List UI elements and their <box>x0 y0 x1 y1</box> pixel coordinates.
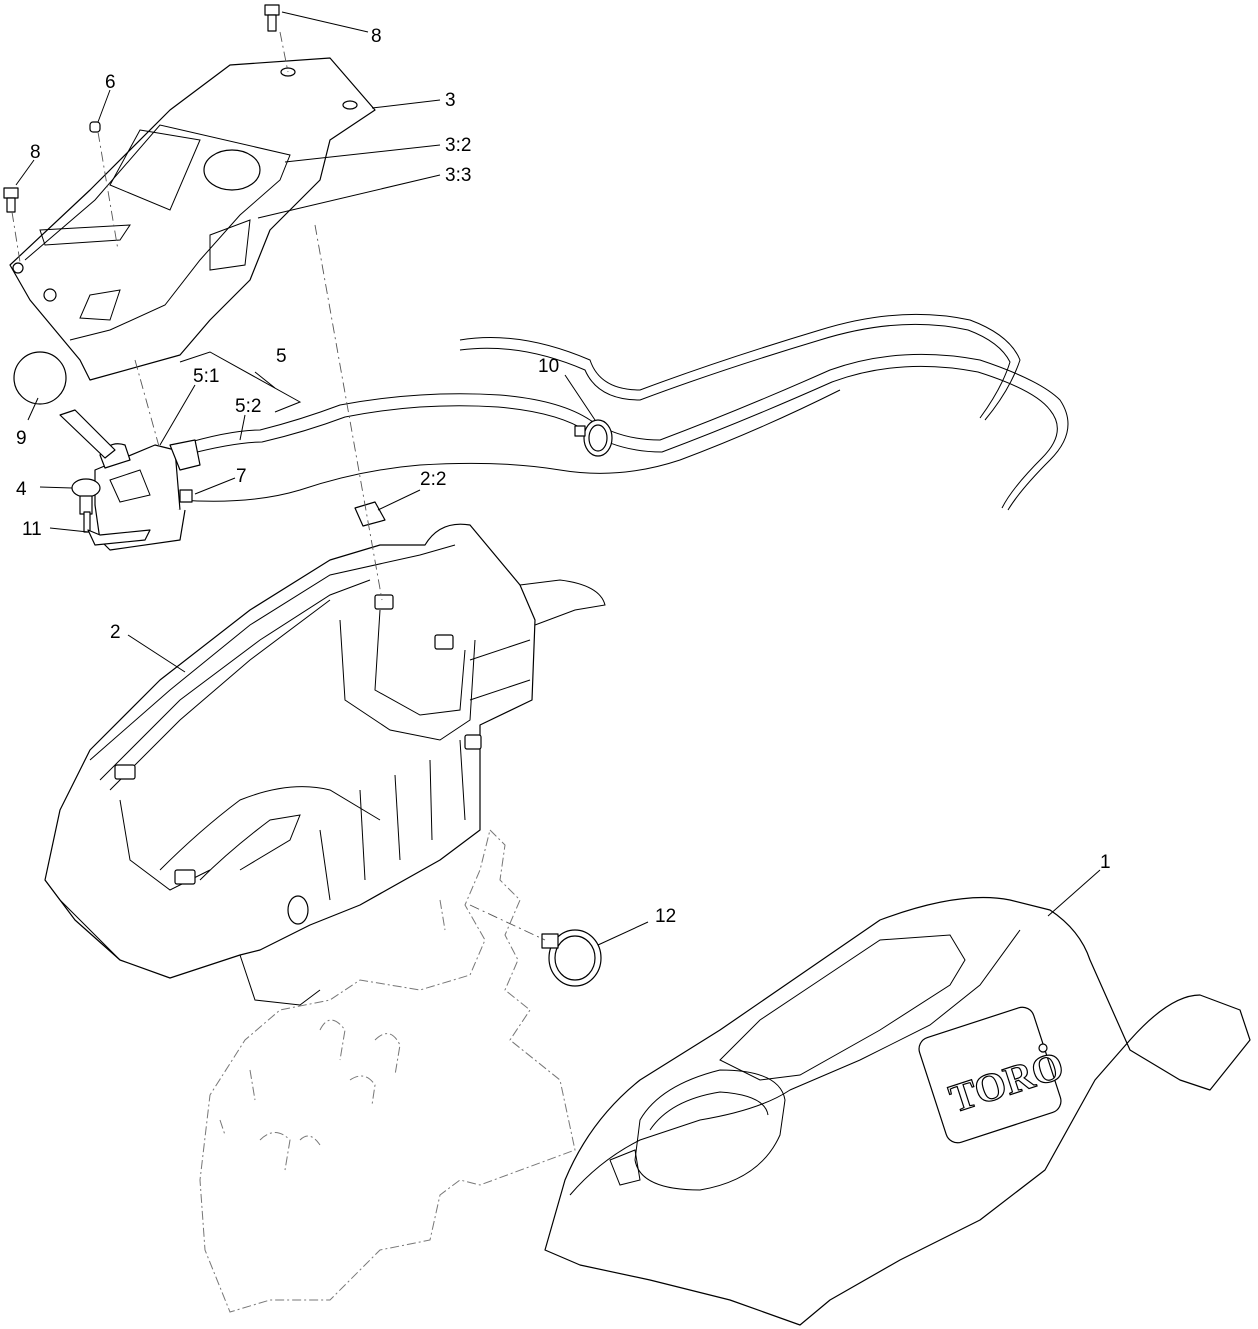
knob <box>13 351 67 405</box>
nut-2-2 <box>354 501 386 527</box>
callout-1: 1 <box>1100 852 1111 873</box>
logo-plate <box>918 1006 1062 1144</box>
callout-4: 4 <box>16 479 27 500</box>
screw-8-top <box>264 4 280 32</box>
callout-8-top: 8 <box>371 26 382 47</box>
callout-5-1: 5:1 <box>193 366 219 387</box>
wire-lead <box>87 529 151 546</box>
housing-hole <box>287 895 309 925</box>
callout-2: 2 <box>110 622 121 643</box>
mounting-tab <box>174 869 196 885</box>
display-opening <box>109 129 201 211</box>
leader-lines <box>15 11 1101 946</box>
decal <box>209 219 251 271</box>
callouts: 8 3 6 3:2 8 3:3 5 5:1 5:2 9 10 4 7 2:2 1… <box>16 26 1111 927</box>
mounting-tab <box>114 764 136 780</box>
phantom-panel <box>199 829 576 1313</box>
push-button <box>71 478 101 533</box>
cap-6 <box>89 121 101 133</box>
console-housing <box>44 523 606 1006</box>
nut-7 <box>179 489 193 503</box>
callout-3: 3 <box>445 90 456 111</box>
callout-3-3: 3:3 <box>445 165 471 186</box>
top-cover-plate <box>9 57 376 381</box>
callout-10: 10 <box>538 356 559 377</box>
console-cover: TORO <box>544 896 1251 1326</box>
callout-8-left: 8 <box>30 142 41 163</box>
harness-assembly <box>59 313 1069 551</box>
registered-mark-icon <box>1038 1043 1048 1053</box>
callout-6: 6 <box>105 72 116 93</box>
callout-11: 11 <box>22 519 42 540</box>
callout-12: 12 <box>655 906 676 927</box>
screw-8-left <box>3 187 19 213</box>
lever-shaft <box>59 409 116 459</box>
callout-2-2: 2:2 <box>420 469 446 490</box>
mounting-tab <box>464 734 482 750</box>
hose-clamp <box>541 929 602 987</box>
callout-5-2: 5:2 <box>235 396 261 417</box>
callout-3-2: 3:2 <box>445 135 471 156</box>
callout-9: 9 <box>16 428 27 449</box>
cable-clip <box>574 419 613 457</box>
callout-5: 5 <box>276 346 287 367</box>
round-opening <box>203 149 261 191</box>
mounting-tab <box>374 594 394 610</box>
mounting-tab <box>434 634 454 650</box>
callout-7: 7 <box>236 466 247 487</box>
